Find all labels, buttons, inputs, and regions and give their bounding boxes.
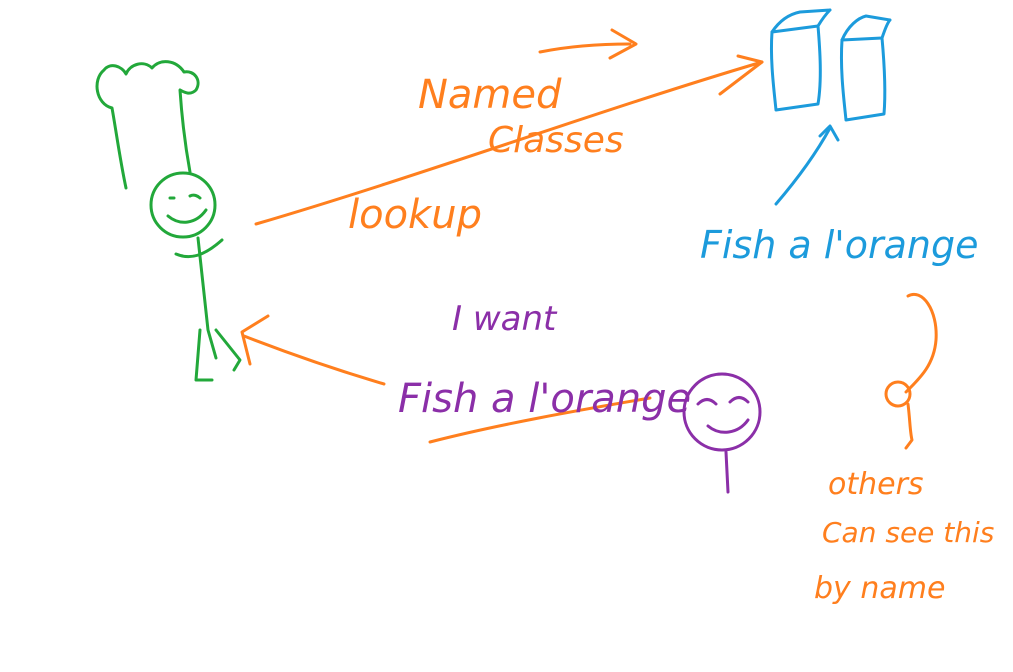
label-order: Fish a l'orange (398, 376, 691, 422)
label-others-line3: by name (814, 571, 945, 606)
chef-hat (95, 60, 200, 190)
others-squiggle (884, 292, 938, 450)
order-underline (428, 396, 652, 444)
label-named: Named (418, 72, 562, 118)
label-i-want: I want (452, 299, 558, 339)
order-arrow (240, 314, 652, 444)
label-dish-name: Fish a l'orange (700, 223, 979, 267)
chef-figure (95, 60, 242, 382)
customer-body (724, 450, 730, 494)
chef-body (174, 236, 224, 360)
label-others-line1: others (828, 467, 924, 502)
chef-head (149, 171, 217, 239)
label-lookup: lookup (348, 192, 482, 238)
customer-figure (682, 372, 762, 494)
customer-face (696, 396, 750, 434)
chef-face (166, 193, 208, 224)
named-arrow (538, 28, 638, 60)
named-classes-boxes (769, 8, 892, 206)
label-others-line2: Can see this (822, 516, 994, 549)
chef-legs (194, 328, 242, 382)
customer-head (682, 372, 762, 452)
label-classes: Classes (488, 120, 624, 161)
lookup-arrow (254, 54, 764, 226)
